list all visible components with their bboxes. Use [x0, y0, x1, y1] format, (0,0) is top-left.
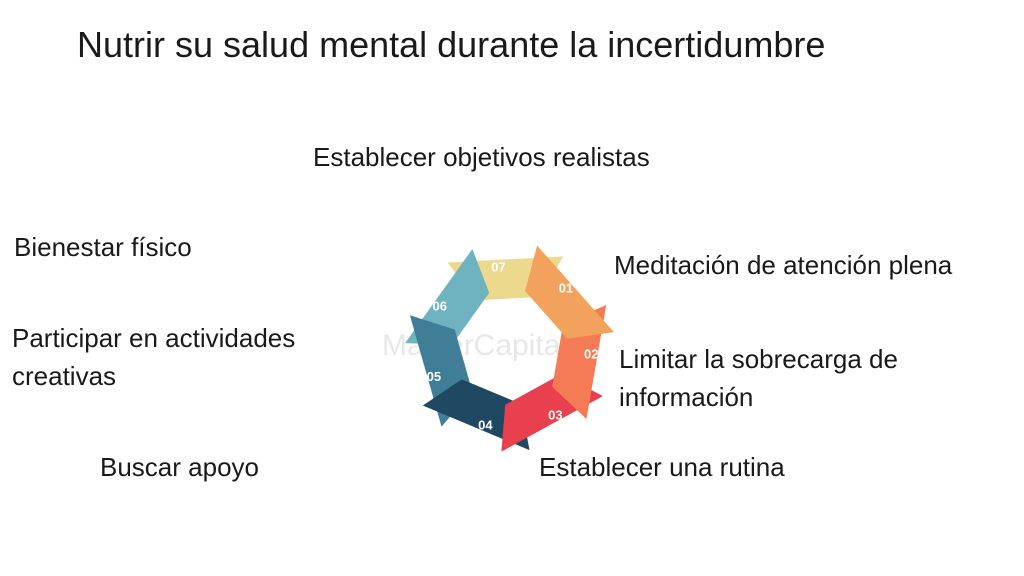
watermark-logo: MasterCapital	[382, 329, 567, 362]
label-physical: Bienestar físico	[14, 232, 192, 262]
label-limit-info: Limitar la sobrecarga de información	[619, 344, 898, 412]
segment-number-01: 01	[559, 281, 573, 296]
label-meditation: Meditación de atención plena	[614, 250, 953, 280]
label-support: Buscar apoyo	[100, 452, 259, 482]
segment-number-05: 05	[427, 369, 441, 384]
segment-01	[525, 245, 614, 339]
label-routine: Establecer una rutina	[539, 452, 785, 482]
segment-number-07: 07	[491, 259, 505, 274]
label-creative: Participar en actividades creativas	[12, 323, 296, 391]
segment-number-06: 06	[432, 299, 446, 314]
label-goals: Establecer objetivos realistas	[313, 142, 650, 172]
segment-number-04: 04	[478, 418, 493, 433]
page-title: Nutrir su salud mental durante la incert…	[77, 24, 826, 65]
segment-04	[422, 379, 530, 451]
segment-number-03: 03	[548, 408, 562, 423]
segment-number-02: 02	[584, 347, 598, 362]
